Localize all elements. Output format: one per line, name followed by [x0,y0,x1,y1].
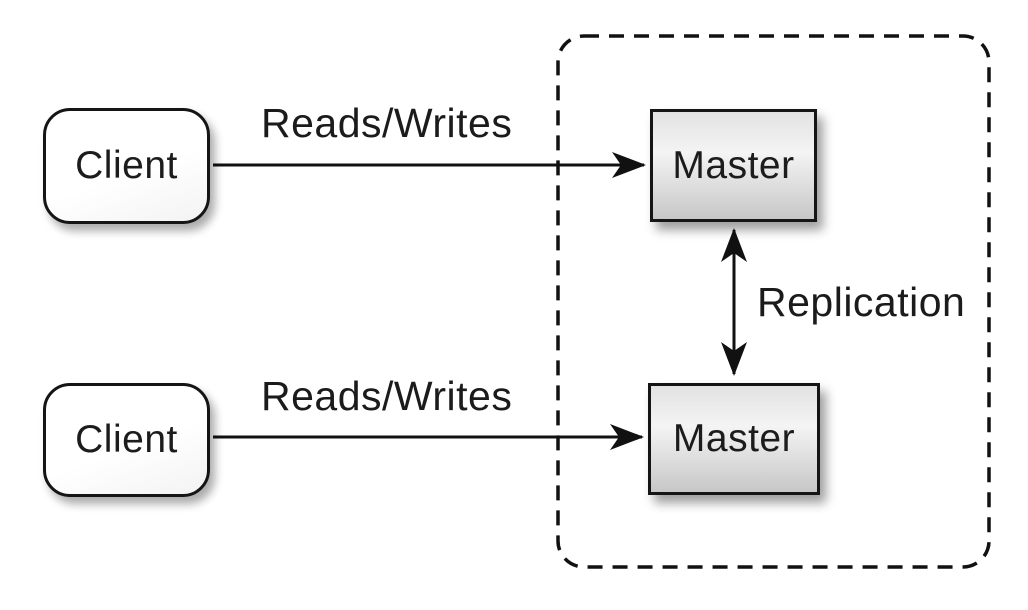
edge-label-replication: Replication [757,279,966,325]
node-client-top-label: Client [75,144,178,187]
node-master-bottom-label: Master [672,417,796,460]
node-master-top-label: Master [672,143,795,187]
node-client-top: Client [43,108,210,224]
edge-label-reads-writes-top: Reads/Writes [261,100,513,146]
node-client-bottom: Client [43,383,210,497]
edge-label-reads-writes-bottom: Reads/Writes [261,373,513,419]
node-client-bottom-label: Client [75,418,178,461]
node-master-top: Master [650,109,817,222]
node-master-bottom: Master [648,383,820,495]
